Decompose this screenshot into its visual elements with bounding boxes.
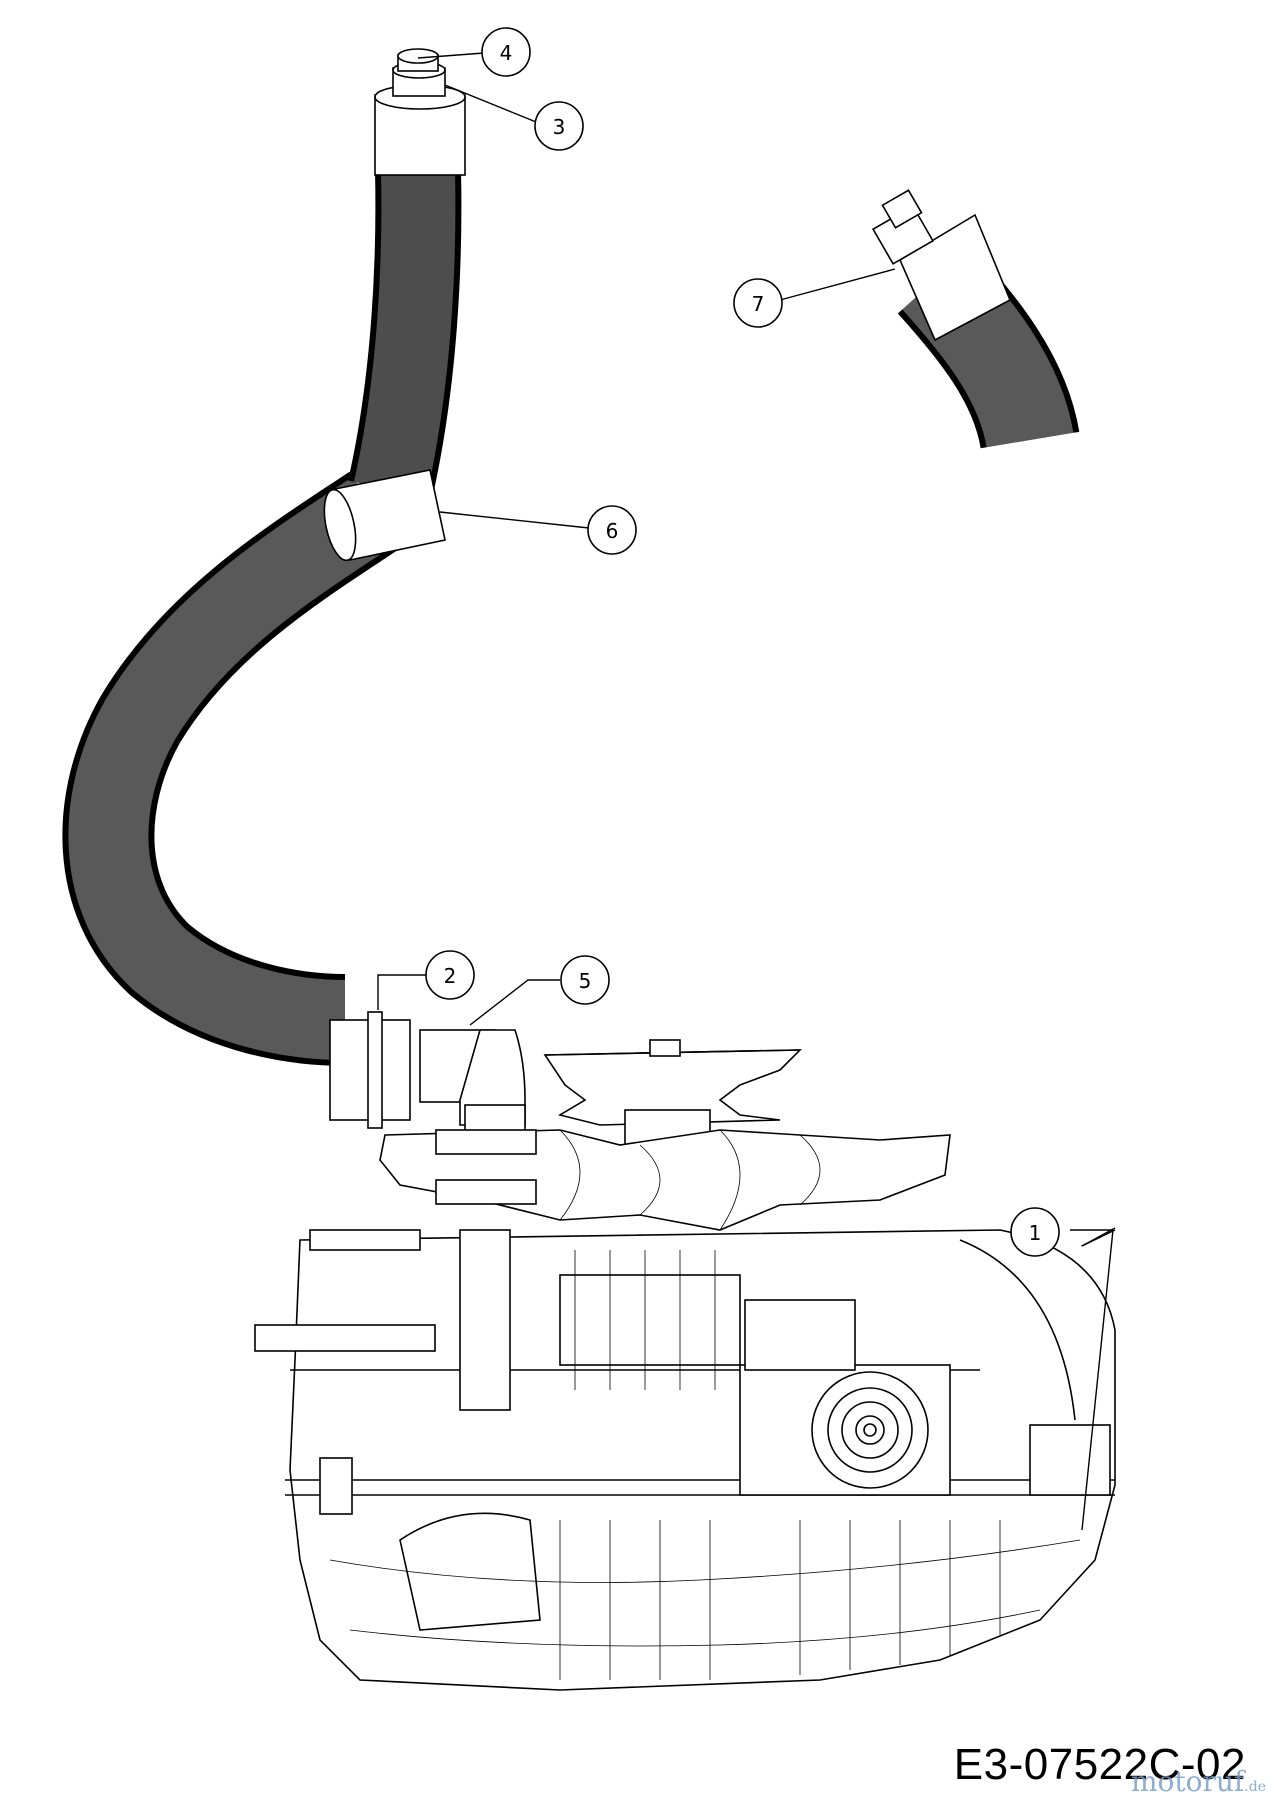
svg-text:7: 7	[752, 292, 765, 316]
leader-lines	[377, 52, 1116, 1531]
watermark-text: motoruf	[1130, 1765, 1245, 1798]
svg-text:2: 2	[444, 964, 457, 988]
callout-5: 5	[560, 955, 610, 1005]
callout-6: 6	[587, 505, 637, 555]
elbow-fitting	[419, 1029, 526, 1136]
cooling-fan	[379, 1129, 951, 1231]
callout-1: 1	[1010, 1207, 1060, 1257]
hose-short	[871, 189, 1080, 450]
hose-main	[62, 48, 466, 1129]
transmission-housing	[254, 1229, 1116, 1691]
svg-text:6: 6	[606, 519, 619, 543]
svg-text:5: 5	[579, 969, 592, 993]
callout-4: 4	[481, 27, 531, 77]
watermark-logo: motoruf.de	[1131, 1765, 1266, 1798]
callout-3: 3	[534, 101, 584, 151]
watermark-suffix: .de	[1244, 1779, 1266, 1795]
callout-7: 7	[733, 278, 783, 328]
svg-text:3: 3	[553, 115, 566, 139]
svg-text:1: 1	[1029, 1221, 1042, 1245]
callout-2: 2	[425, 950, 475, 1000]
drawing-code: E3-07522C-02	[953, 1740, 1246, 1789]
svg-text:4: 4	[500, 41, 513, 65]
